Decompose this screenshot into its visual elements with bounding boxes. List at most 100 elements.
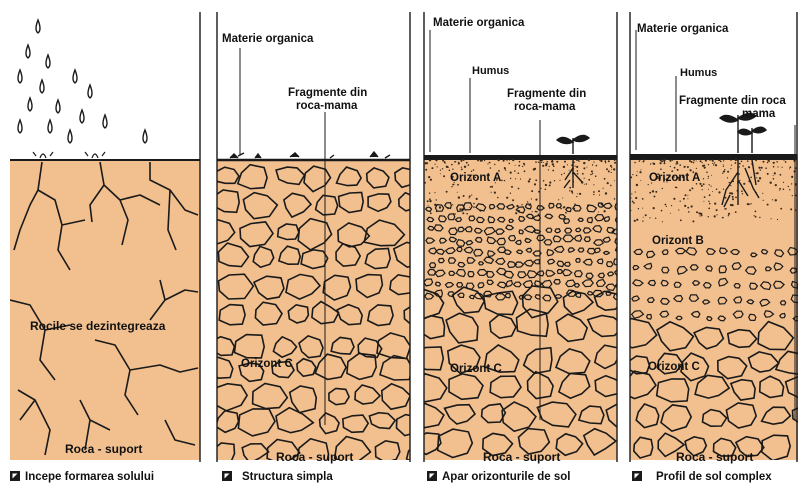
raindrop-icon xyxy=(80,110,84,123)
soil-speckle xyxy=(711,175,712,176)
label-horizon-a: Orizont A xyxy=(649,172,700,184)
soil-speckle xyxy=(611,169,612,170)
soil-speckle xyxy=(562,198,563,199)
raindrop-icon xyxy=(48,120,52,133)
soil-speckle xyxy=(705,159,707,161)
soil-speckle xyxy=(603,210,605,212)
soil-speckle xyxy=(435,164,436,165)
soil-speckle xyxy=(553,166,555,168)
caption-text: Structura simpla xyxy=(242,471,333,483)
soil-speckle xyxy=(649,217,650,218)
soil-speckle xyxy=(604,178,606,180)
soil-speckle xyxy=(520,178,521,179)
soil-speckle xyxy=(773,162,775,164)
soil-speckle xyxy=(703,183,705,185)
soil-speckle xyxy=(491,186,493,188)
soil-speckle xyxy=(497,197,499,199)
soil-speckle xyxy=(759,177,761,179)
soil-speckle xyxy=(463,159,465,161)
soil-speckle xyxy=(494,164,495,165)
soil-speckle xyxy=(714,215,716,217)
soil-speckle xyxy=(599,194,600,195)
soil-speckle xyxy=(531,190,533,192)
soil-speckle xyxy=(606,168,608,170)
soil-speckle xyxy=(670,166,671,167)
soil-speckle xyxy=(476,198,478,200)
soil-speckle xyxy=(518,165,520,167)
raindrop-icon xyxy=(18,120,22,133)
raindrop-icon xyxy=(26,45,30,58)
soil-speckle xyxy=(735,211,737,213)
soil-speckle xyxy=(535,161,537,163)
soil-speckle xyxy=(763,200,764,201)
soil-speckle xyxy=(739,166,740,167)
soil-speckle xyxy=(723,160,724,161)
soil-speckle xyxy=(703,201,704,202)
soil-speckle xyxy=(709,184,710,185)
soil-speckle xyxy=(584,178,585,179)
film-frame-icon xyxy=(10,471,20,481)
soil-speckle xyxy=(630,210,631,211)
soil-speckle xyxy=(693,160,694,161)
soil-speckle xyxy=(592,173,593,174)
soil-speckle xyxy=(428,176,430,178)
soil-speckle xyxy=(613,168,615,170)
soil-speckle xyxy=(790,208,792,210)
soil-speckle xyxy=(691,205,693,207)
soil-speckle xyxy=(775,199,777,201)
raindrop-icon xyxy=(40,80,44,93)
soil-speckle xyxy=(708,176,709,177)
soil-speckle xyxy=(713,164,714,165)
soil-speckle xyxy=(643,159,645,161)
label-fragments-line1: Fragmente din xyxy=(288,87,367,99)
soil-speckle xyxy=(679,164,681,166)
soil-speckle xyxy=(552,170,554,172)
label-horizon-a: Orizont A xyxy=(450,172,501,184)
soil-speckle xyxy=(469,195,471,197)
raindrop-icon xyxy=(18,70,22,83)
soil-speckle xyxy=(428,205,429,206)
soil-speckle xyxy=(708,208,710,210)
soil-speckle xyxy=(588,179,590,181)
soil-speckle xyxy=(767,162,769,164)
soil-speckle xyxy=(583,162,585,164)
soil-speckle xyxy=(473,206,475,208)
soil-body xyxy=(10,160,200,460)
raindrop-icon xyxy=(56,100,60,113)
soil-speckle xyxy=(702,162,703,163)
soil-speckle xyxy=(469,197,470,198)
soil-speckle xyxy=(785,161,787,163)
soil-speckle xyxy=(770,182,772,184)
soil-speckle xyxy=(699,215,700,216)
soil-speckle xyxy=(459,208,461,210)
label-bedrock: Roca - suport xyxy=(676,450,753,464)
soil-speckle xyxy=(518,188,520,190)
soil-speckle xyxy=(732,196,734,198)
soil-speckle xyxy=(504,180,505,181)
soil-speckle xyxy=(735,159,737,161)
soil-speckle xyxy=(771,218,772,219)
soil-speckle xyxy=(430,212,432,214)
soil-speckle xyxy=(653,207,655,209)
soil-speckle xyxy=(510,193,511,194)
soil-body xyxy=(630,155,798,460)
soil-speckle xyxy=(665,204,667,206)
soil-speckle xyxy=(592,164,593,165)
soil-speckle xyxy=(718,159,720,161)
soil-speckle xyxy=(599,159,601,161)
soil-speckle xyxy=(693,162,694,163)
splash-marks xyxy=(33,152,105,158)
soil-speckle xyxy=(460,160,462,162)
soil-speckle xyxy=(528,180,530,182)
soil-speckle xyxy=(652,190,654,192)
soil-speckle xyxy=(635,197,637,199)
soil-speckle xyxy=(457,192,458,193)
soil-speckle xyxy=(451,164,453,166)
soil-speckle xyxy=(735,162,737,164)
soil-speckle xyxy=(725,208,727,210)
raindrop-icon xyxy=(73,70,77,83)
soil-speckle xyxy=(449,170,451,172)
soil-speckle xyxy=(698,212,699,213)
soil-speckle xyxy=(730,168,731,169)
